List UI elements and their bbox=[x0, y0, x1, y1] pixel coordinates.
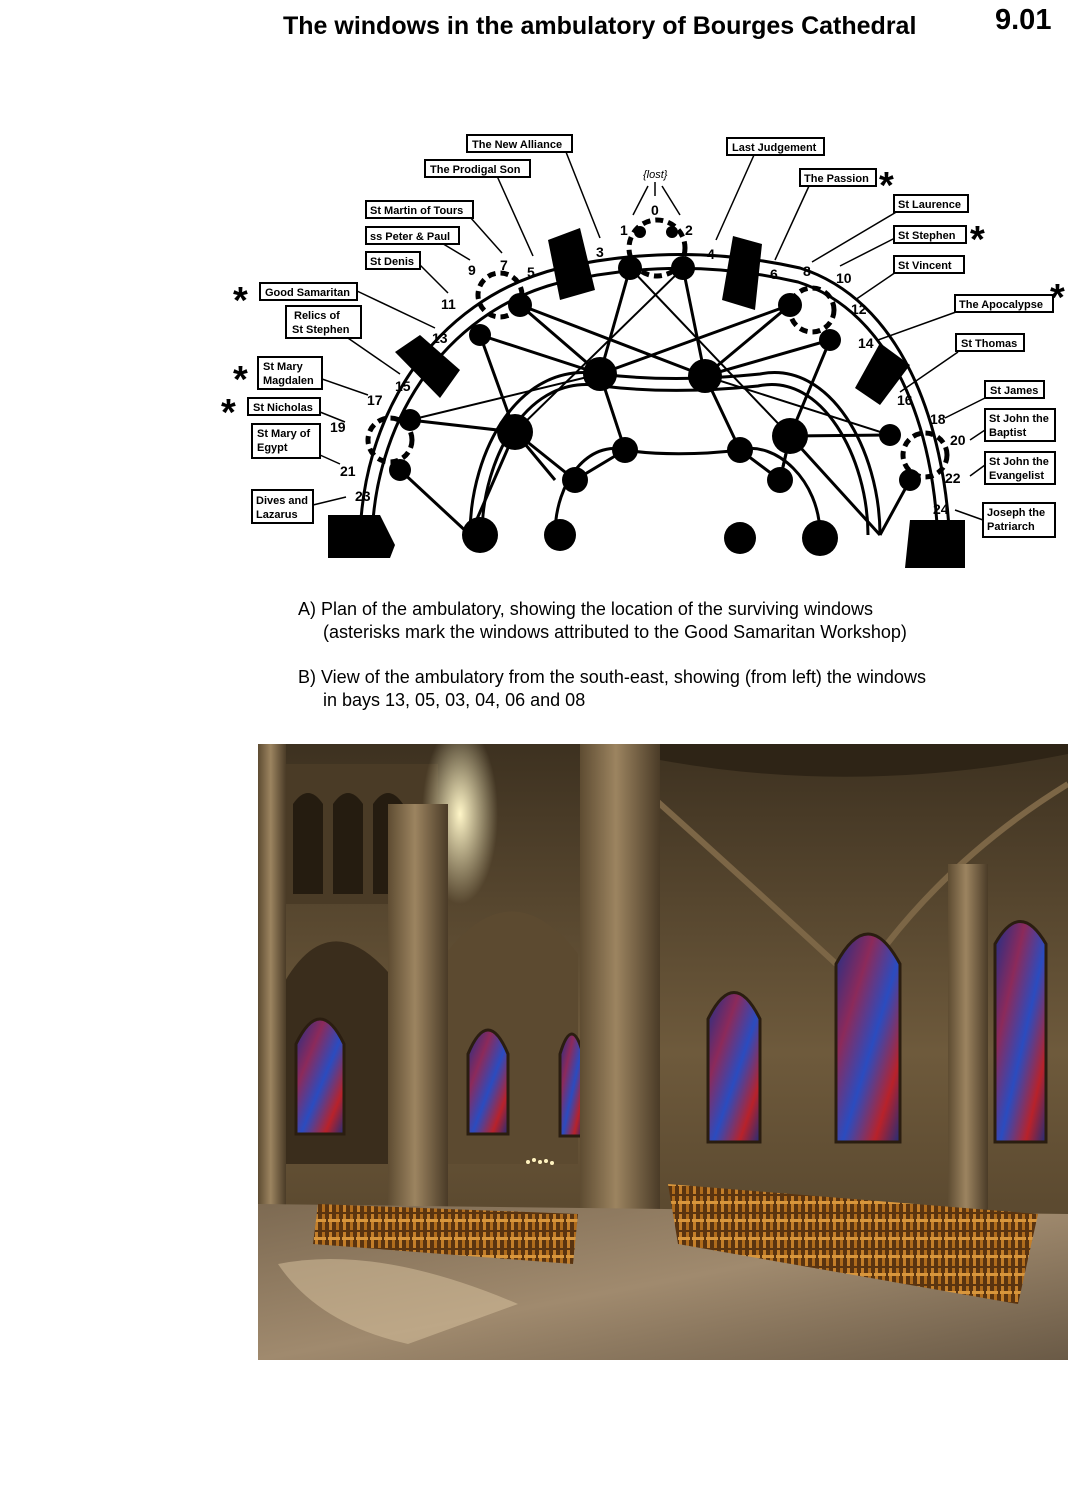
bay-number: 6 bbox=[770, 266, 778, 282]
label-joseph-line1: Joseph the bbox=[987, 507, 1045, 519]
stained-glass-window bbox=[834, 932, 902, 1144]
photo-floor-light bbox=[278, 1259, 518, 1344]
bay-number: 21 bbox=[340, 463, 356, 479]
stained-glass-window bbox=[294, 1017, 346, 1136]
bay-number: 17 bbox=[367, 392, 383, 408]
photo-candles bbox=[526, 1158, 554, 1165]
label-mary-egypt-line2: Egypt bbox=[257, 442, 288, 454]
bay-number: 13 bbox=[432, 330, 448, 346]
bay-number: 8 bbox=[803, 263, 811, 279]
asterisk-apocalypse: * bbox=[1050, 277, 1065, 319]
bay-number: 4 bbox=[707, 246, 715, 262]
bay-number: 12 bbox=[851, 301, 867, 317]
label-relics-line2: St Stephen bbox=[292, 324, 350, 336]
plan-label-text: The New Alliance Last Judgement The Prod… bbox=[253, 139, 1049, 533]
label-vincent: St Vincent bbox=[898, 260, 952, 272]
label-martin: St Martin of Tours bbox=[370, 205, 463, 217]
label-mary-egypt-line1: St Mary of bbox=[257, 428, 311, 440]
label-peter-paul: ss Peter & Paul bbox=[370, 231, 450, 243]
bay-number: 14 bbox=[858, 335, 874, 351]
label-denis: St Denis bbox=[370, 256, 414, 268]
stained-glass-window bbox=[706, 991, 762, 1144]
caption-a-line2: (asterisks mark the windows attributed t… bbox=[323, 622, 907, 642]
asterisk-stephen: * bbox=[970, 219, 985, 261]
label-joseph-line2: Patriarch bbox=[987, 521, 1035, 533]
label-john-baptist-line1: St John the bbox=[989, 413, 1049, 425]
label-prodigal-son: The Prodigal Son bbox=[430, 164, 521, 176]
asterisk-mary-magdalen: * bbox=[233, 359, 248, 401]
label-lost: {lost} bbox=[643, 169, 668, 181]
stained-glass-window bbox=[993, 920, 1048, 1144]
bay-number: 24 bbox=[933, 501, 949, 517]
label-dives-line1: Dives and bbox=[256, 495, 308, 507]
stained-glass-window bbox=[466, 1028, 510, 1136]
ambulatory-photo bbox=[258, 744, 1068, 1360]
bay-number: 9 bbox=[468, 262, 476, 278]
caption-b: B) View of the ambulatory from the south… bbox=[298, 666, 926, 712]
asterisk-nicholas: * bbox=[221, 392, 236, 434]
bay-number: 22 bbox=[945, 470, 961, 486]
label-magdalen-line1: St Mary bbox=[263, 361, 304, 373]
plan-leader-lines bbox=[312, 151, 986, 521]
page-title: The windows in the ambulatory of Bourges… bbox=[283, 12, 917, 40]
label-apocalypse: The Apocalypse bbox=[959, 299, 1043, 311]
plan-label-boxes bbox=[247, 134, 1056, 538]
label-james: St James bbox=[990, 385, 1038, 397]
asterisk-passion: * bbox=[879, 165, 894, 207]
bay-number: 7 bbox=[500, 257, 508, 273]
bay-number: 10 bbox=[836, 270, 852, 286]
stained-glass-window bbox=[558, 1032, 585, 1138]
asterisk-good-samaritan: * bbox=[233, 280, 248, 322]
bay-number: 18 bbox=[930, 411, 946, 427]
label-good-samaritan: Good Samaritan bbox=[265, 287, 350, 299]
label-dives-line2: Lazarus bbox=[256, 509, 298, 521]
label-passion: The Passion bbox=[804, 173, 869, 185]
bay-number: 3 bbox=[596, 244, 604, 260]
label-thomas: St Thomas bbox=[961, 338, 1017, 350]
caption-a: A) Plan of the ambulatory, showing the l… bbox=[298, 598, 907, 644]
bay-number: 2 bbox=[685, 222, 693, 238]
photo-pier bbox=[580, 744, 660, 1264]
bay-number: 20 bbox=[950, 432, 966, 448]
label-john-evangelist-line1: St John the bbox=[989, 456, 1049, 468]
plan-piers bbox=[328, 226, 965, 568]
bay-number: 15 bbox=[395, 378, 411, 394]
label-magdalen-line2: Magdalen bbox=[263, 375, 314, 387]
photo-pier bbox=[388, 804, 448, 1244]
bay-number: 23 bbox=[355, 488, 371, 504]
photo-clerestory-arches bbox=[293, 793, 403, 894]
label-nicholas: St Nicholas bbox=[253, 402, 313, 414]
bay-number: 5 bbox=[527, 264, 535, 280]
photo-chairs bbox=[668, 1184, 1038, 1304]
label-john-baptist-line2: Baptist bbox=[989, 427, 1027, 439]
bay-number: 11 bbox=[441, 296, 456, 312]
label-john-evangelist-line2: Evangelist bbox=[989, 470, 1044, 482]
bay-number: 16 bbox=[897, 392, 913, 408]
label-new-alliance: The New Alliance bbox=[472, 139, 562, 151]
bay-number: 0 bbox=[651, 202, 659, 218]
label-stephen: St Stephen bbox=[898, 230, 956, 242]
label-laurence: St Laurence bbox=[898, 199, 961, 211]
label-relics-line1: Relics of bbox=[294, 310, 340, 322]
caption-b-line1: B) View of the ambulatory from the south… bbox=[298, 667, 926, 687]
caption-b-line2: in bays 13, 05, 03, 04, 06 and 08 bbox=[323, 690, 586, 710]
photo-pier bbox=[948, 864, 988, 1254]
label-last-judgement: Last Judgement bbox=[732, 142, 817, 154]
photo-chairs bbox=[313, 1204, 578, 1264]
bay-number: 19 bbox=[330, 419, 346, 435]
page-number: 9.01 bbox=[995, 4, 1052, 36]
photo-vault bbox=[588, 744, 1068, 777]
ambulatory-plan: The New Alliance Last Judgement The Prod… bbox=[221, 134, 1065, 568]
plan-bay-numbers: 0 1 2 3 4 5 6 7 8 9 10 11 12 13 14 15 16… bbox=[330, 202, 966, 517]
plan-asterisks: * * * * * * bbox=[221, 165, 1065, 434]
bay-number: 1 bbox=[620, 222, 628, 238]
caption-a-line1: A) Plan of the ambulatory, showing the l… bbox=[298, 599, 873, 619]
